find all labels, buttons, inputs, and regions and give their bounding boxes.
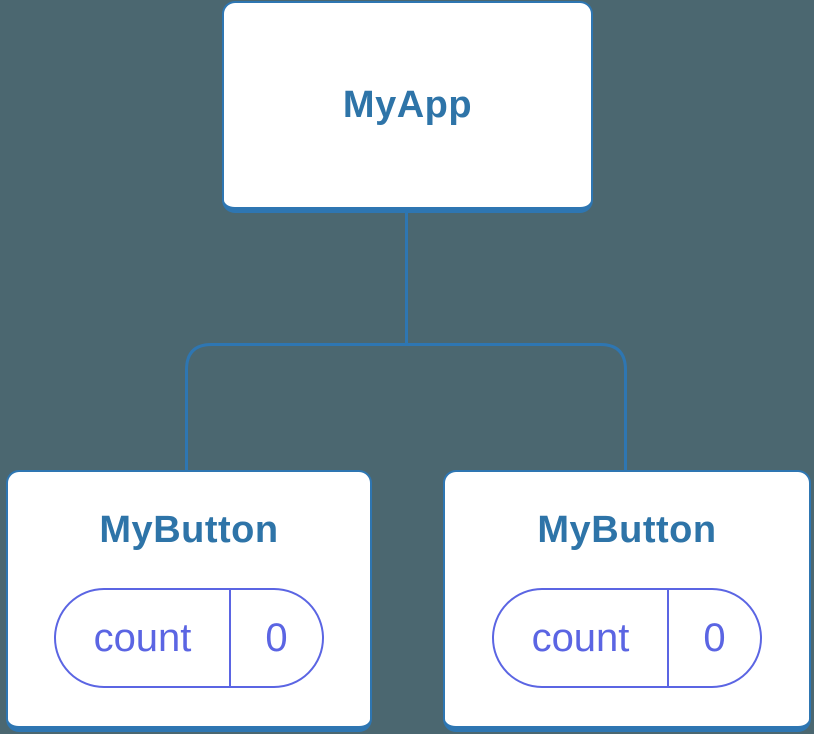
component-title: MyApp: [342, 84, 473, 126]
component-title: MyButton: [99, 509, 279, 551]
state-label: count: [494, 590, 669, 686]
state-label: count: [56, 590, 231, 686]
component-card-mybutton-1: MyButton count 0: [6, 470, 372, 732]
component-title: MyButton: [537, 509, 717, 551]
component-card-mybutton-2: MyButton count 0: [443, 470, 811, 732]
state-pill: count 0: [492, 588, 762, 688]
state-value: 0: [265, 615, 288, 660]
state-value: 0: [703, 615, 726, 660]
state-pill: count 0: [54, 588, 324, 688]
component-card-myapp: MyApp: [222, 1, 593, 213]
